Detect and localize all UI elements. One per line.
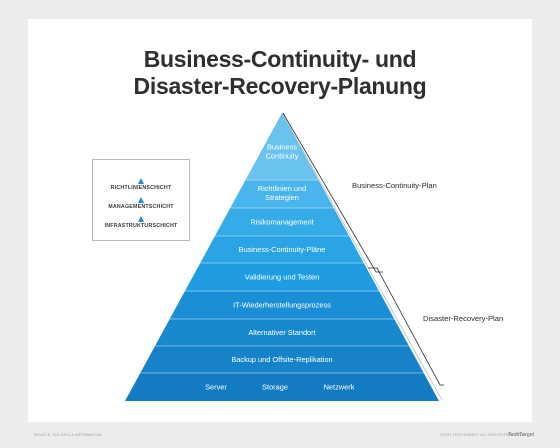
layer-label-alternate-site: Alternativer Standort (248, 328, 315, 337)
bcp-label: Business-Continuity-Plan (352, 181, 437, 190)
layer-bc-plans (200, 236, 364, 263)
layer-business-continuity (245, 113, 319, 180)
layer-label-infrastructure-0: Server (205, 383, 227, 392)
layer-validation-testing (184, 263, 380, 291)
triangle-icon (138, 197, 144, 203)
layer-label-it-recovery: IT-Wiederherstellungsprozess (233, 301, 331, 310)
layer-legend: RICHTLINIENSCHICHT MANAGEMENTSCHICHT INF… (92, 159, 190, 241)
layer-label-risk-management: Risikomanagement (250, 218, 313, 227)
drp-bracket (368, 267, 444, 386)
legend-item-policy: RICHTLINIENSCHICHT (93, 178, 189, 191)
techtarget-logo: TechTarget (508, 432, 535, 438)
source-credit: SOURCE: ICS DATA & INFORMATION (34, 433, 102, 437)
drp-label: Disaster-Recovery-Plan (423, 314, 504, 323)
layer-it-recovery (169, 291, 395, 319)
layer-policies-strategies (230, 180, 334, 208)
layer-backup-replication (140, 346, 424, 373)
triangle-icon (138, 216, 144, 222)
copyright: ©2021 TECHTARGET. ALL RIGHTS RESERVED (440, 433, 526, 437)
title-line-1: Business-Continuity- und (143, 46, 417, 72)
layer-infrastructure (125, 373, 439, 401)
legend-item-management: MANAGEMENTSCHICHT (93, 197, 189, 210)
diagram-title: Business-Continuity- und Disaster-Recove… (0, 46, 560, 100)
layer-risk-management (214, 208, 350, 236)
legend-item-infrastructure: INFRASTRUKTURSCHICHT (93, 216, 189, 229)
layer-label-business-continuity: Business (267, 142, 297, 151)
pyramid-outline (281, 112, 443, 401)
layer-label-business-continuity-2: Continuity (266, 152, 299, 161)
layer-label-infrastructure-1: Storage (262, 383, 288, 392)
layer-label-validation-testing: Validierung und Testen (245, 273, 320, 282)
layer-label-backup-replication: Backup und Offsite-Replikation (231, 355, 332, 364)
triangle-icon (138, 178, 144, 184)
layer-alternate-site (154, 319, 410, 346)
layer-label-infrastructure-2: Netzwerk (324, 383, 355, 392)
layer-label-policies-strategies: Richtlinien und (258, 184, 306, 193)
title-line-2: Disaster-Recovery-Planung (133, 73, 427, 99)
bcp-bracket (282, 112, 383, 273)
layer-label-bc-plans: Business-Continuity-Pläne (239, 245, 326, 254)
layer-label-policies-strategies-2: Strategien (265, 193, 299, 202)
